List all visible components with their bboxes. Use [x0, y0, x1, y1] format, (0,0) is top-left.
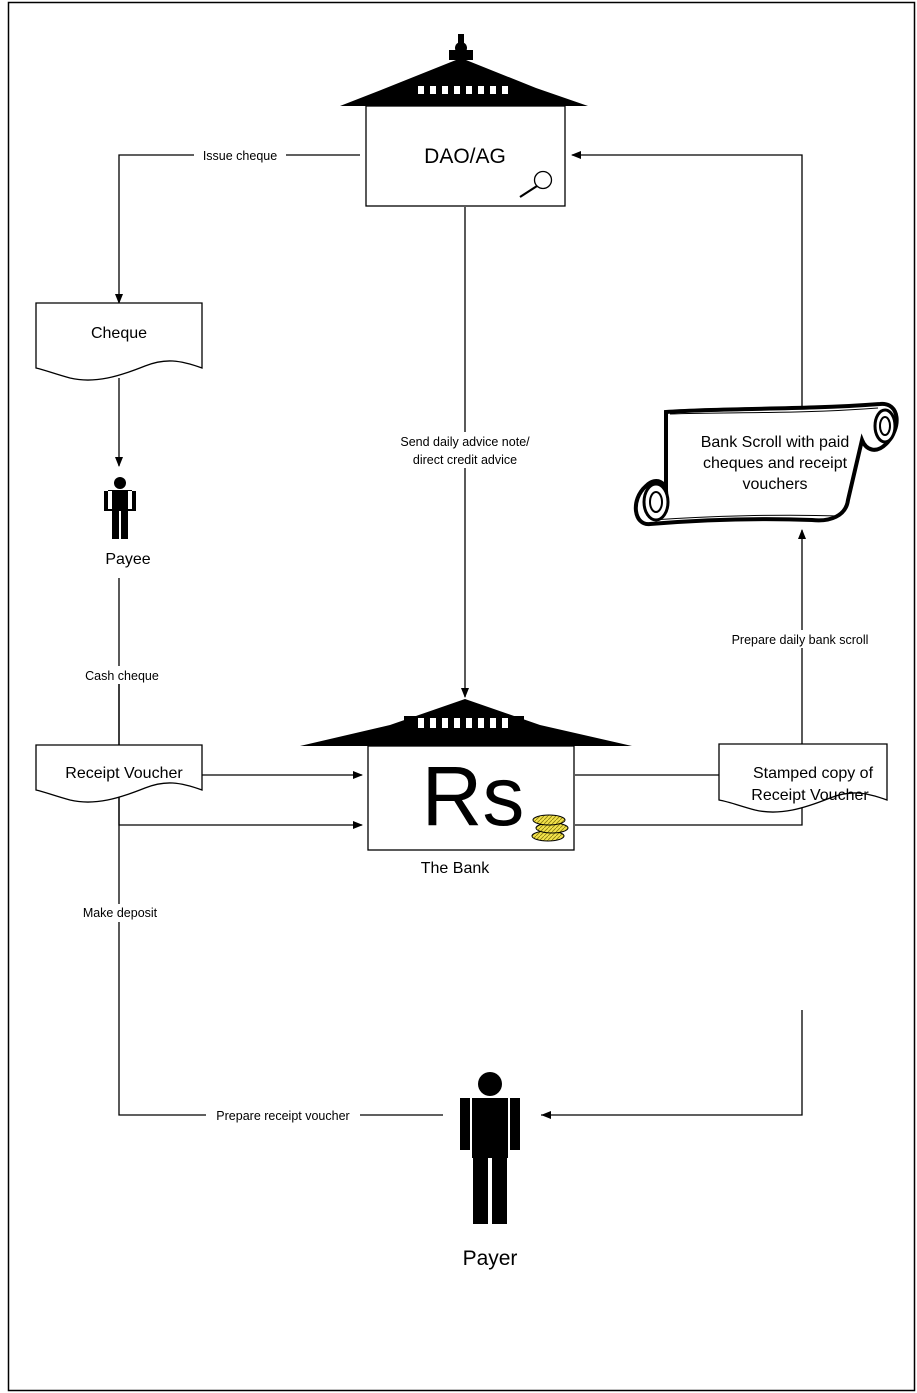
node-dao-ag: DAO/AG	[340, 34, 588, 207]
receipt-voucher-label: Receipt Voucher	[65, 765, 183, 782]
svg-text:Cash cheque: Cash cheque	[85, 669, 159, 683]
svg-text:direct credit advice: direct credit advice	[413, 453, 517, 467]
edge-label-issue-cheque: Issue cheque	[194, 147, 286, 163]
bank-label: The Bank	[421, 860, 490, 877]
bank-scroll-label-3: vouchers	[743, 476, 808, 493]
svg-text:Make deposit: Make deposit	[83, 906, 158, 920]
svg-text:Issue cheque: Issue cheque	[203, 149, 277, 163]
scroll-icon	[634, 401, 899, 526]
stamped-copy-label-2: Receipt Voucher	[751, 787, 869, 804]
building-roof-icon	[340, 34, 588, 106]
edge-copy-down-to-payer	[541, 1010, 803, 1116]
edge-label-daily-advice: Send daily advice note/ direct credit ad…	[390, 432, 540, 468]
edge-label-prepare-scroll: Prepare daily bank scroll	[716, 630, 886, 648]
payer-label: Payer	[463, 1247, 518, 1270]
edge-label-cash-cheque: Cash cheque	[78, 666, 168, 684]
node-bank-scroll: Bank Scroll with paid cheques and receip…	[634, 401, 899, 526]
person-icon	[460, 1072, 520, 1224]
payee-label: Payee	[105, 551, 150, 568]
bank-rs-symbol: Rs	[422, 749, 525, 843]
node-receipt-voucher: Receipt Voucher	[35, 744, 203, 803]
node-payee: Payee	[104, 477, 151, 568]
coins-icon	[531, 814, 569, 842]
edge-label-prepare-receipt: Prepare receipt voucher	[206, 1106, 360, 1124]
building-roof-icon	[300, 699, 632, 746]
node-stamped-copy: Stamped copy of Receipt Voucher	[718, 743, 888, 813]
svg-text:Send daily advice note/: Send daily advice note/	[400, 435, 530, 449]
bank-scroll-label-1: Bank Scroll with paid	[701, 434, 850, 451]
dao-ag-label: DAO/AG	[424, 145, 506, 168]
magnifier-icon	[519, 170, 553, 198]
person-icon	[104, 477, 136, 539]
bank-scroll-label-2: cheques and receipt	[703, 455, 848, 472]
edge-label-make-deposit: Make deposit	[76, 904, 164, 922]
node-bank: Rs The Bank	[300, 699, 632, 877]
svg-text:Prepare receipt voucher: Prepare receipt voucher	[216, 1109, 349, 1123]
node-payer: Payer	[460, 1072, 520, 1270]
stamped-copy-label-1: Stamped copy of	[753, 765, 874, 782]
page-frame	[7, 1, 916, 1392]
edge-scroll-to-dao	[571, 151, 803, 408]
edge-copy-down-arrowhead	[541, 1111, 551, 1119]
node-cheque: Cheque	[35, 302, 203, 381]
cheque-label: Cheque	[91, 325, 147, 342]
svg-text:Prepare daily bank scroll: Prepare daily bank scroll	[732, 633, 869, 647]
